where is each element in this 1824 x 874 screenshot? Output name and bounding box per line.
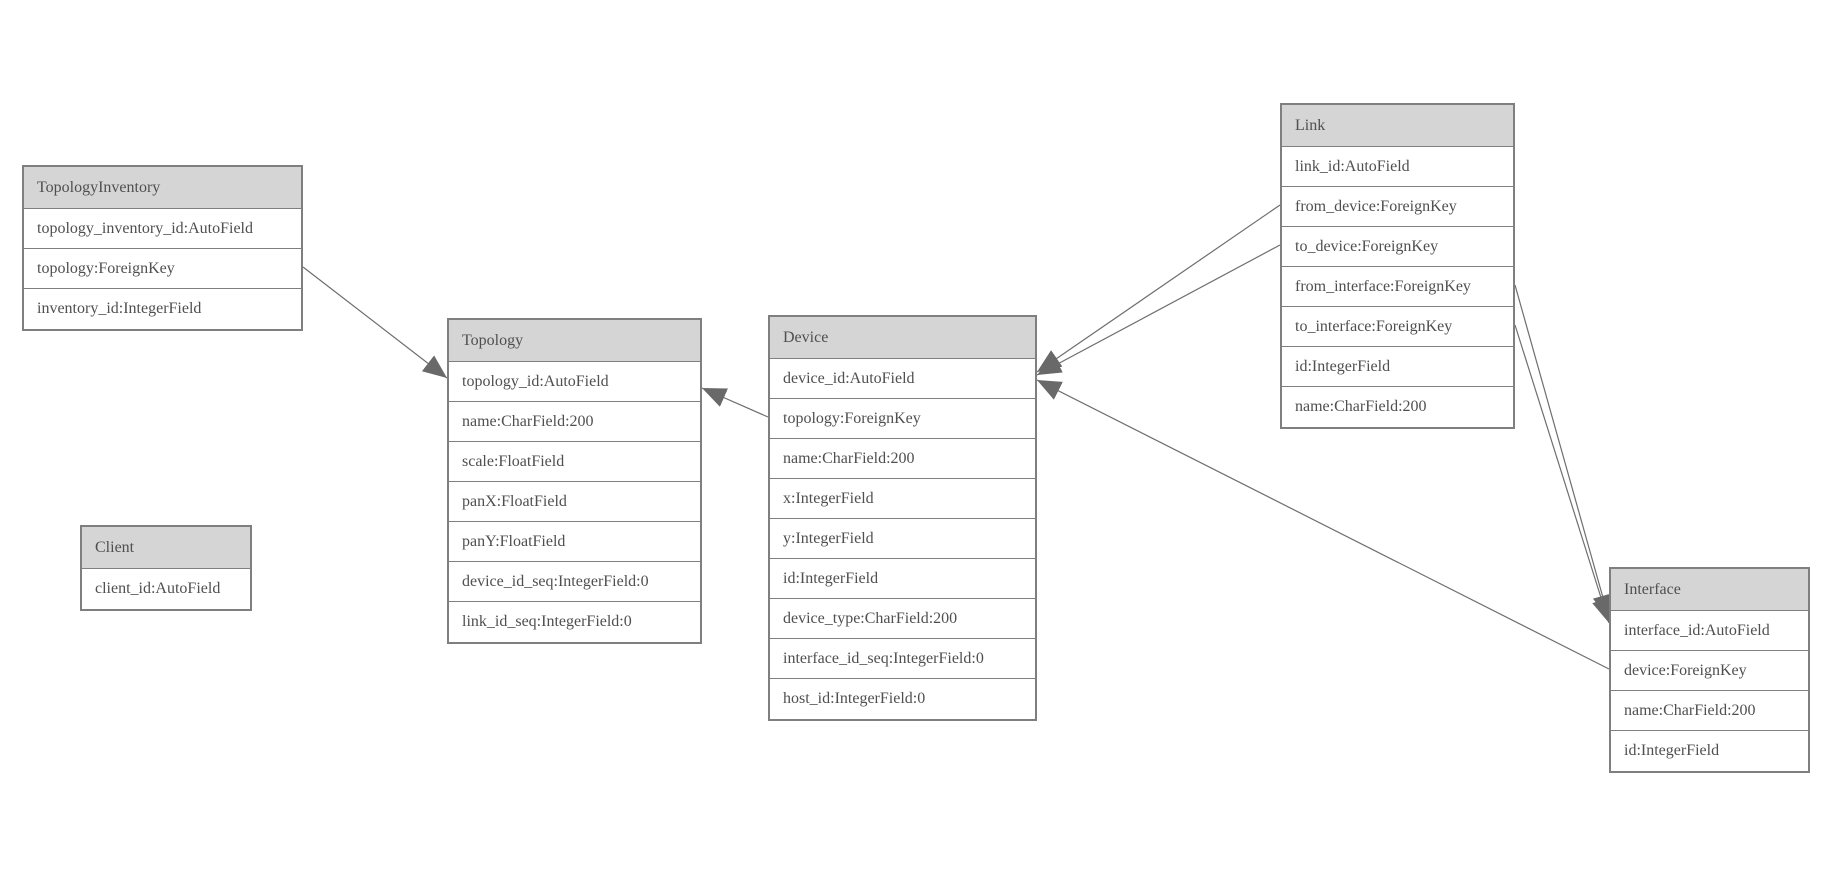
entity-field-row: id:IntegerField [1282,347,1513,387]
entity-field-row: interface_id_seq:IntegerField:0 [770,639,1035,679]
entity-field-row: from_interface:ForeignKey [1282,267,1513,307]
entity-field-row: to_interface:ForeignKey [1282,307,1513,347]
entity-header: Device [770,317,1035,359]
relation-line-interface-to-device [1036,379,1610,670]
entity-field-row: inventory_id:IntegerField [24,289,301,329]
entity-field-row: client_id:AutoField [82,569,250,609]
entity-field-row: scale:FloatField [449,442,700,482]
entity-field-row: to_device:ForeignKey [1282,227,1513,267]
entity-field-row: topology:ForeignKey [770,399,1035,439]
entity-header: Client [82,527,250,569]
entity-header: TopologyInventory [24,167,301,209]
entity-client: Client client_id:AutoField [80,525,252,611]
entity-field-row: x:IntegerField [770,479,1035,519]
entity-field-row: from_device:ForeignKey [1282,187,1513,227]
entity-field-row: link_id_seq:IntegerField:0 [449,602,700,642]
entity-field-row: panX:FloatField [449,482,700,522]
entity-field-row: name:CharField:200 [770,439,1035,479]
relation-line-device-to-topology [701,387,769,418]
relation-line-link-to-device [1036,204,1281,373]
entity-header: Topology [449,320,700,362]
entity-field-row: interface_id:AutoField [1611,611,1808,651]
relation-line-link-to-interface [1514,284,1613,620]
entity-field-row: device:ForeignKey [1611,651,1808,691]
entity-field-row: name:CharField:200 [449,402,700,442]
relation-line-link-to-interface [1514,324,1612,624]
entity-field-row: panY:FloatField [449,522,700,562]
relation-line-link-to-device [1036,244,1281,376]
entity-field-row: name:CharField:200 [1611,691,1808,731]
entity-field-row: id:IntegerField [1611,731,1808,771]
entity-field-row: name:CharField:200 [1282,387,1513,427]
entity-topologyinventory: TopologyInventory topology_inventory_id:… [22,165,303,331]
entity-field-list: client_id:AutoField [82,569,250,609]
entity-header: Interface [1611,569,1808,611]
entity-field-row: topology_id:AutoField [449,362,700,402]
entity-field-row: device_id_seq:IntegerField:0 [449,562,700,602]
entity-field-row: id:IntegerField [770,559,1035,599]
entity-field-row: y:IntegerField [770,519,1035,559]
entity-field-row: device_id:AutoField [770,359,1035,399]
entity-header: Link [1282,105,1513,147]
relation-line-topologyinventory-to-topology [302,266,448,379]
entity-field-row: topology_inventory_id:AutoField [24,209,301,249]
entity-field-row: host_id:IntegerField:0 [770,679,1035,719]
entity-field-row: device_type:CharField:200 [770,599,1035,639]
entity-field-row: topology:ForeignKey [24,249,301,289]
entity-field-row: link_id:AutoField [1282,147,1513,187]
